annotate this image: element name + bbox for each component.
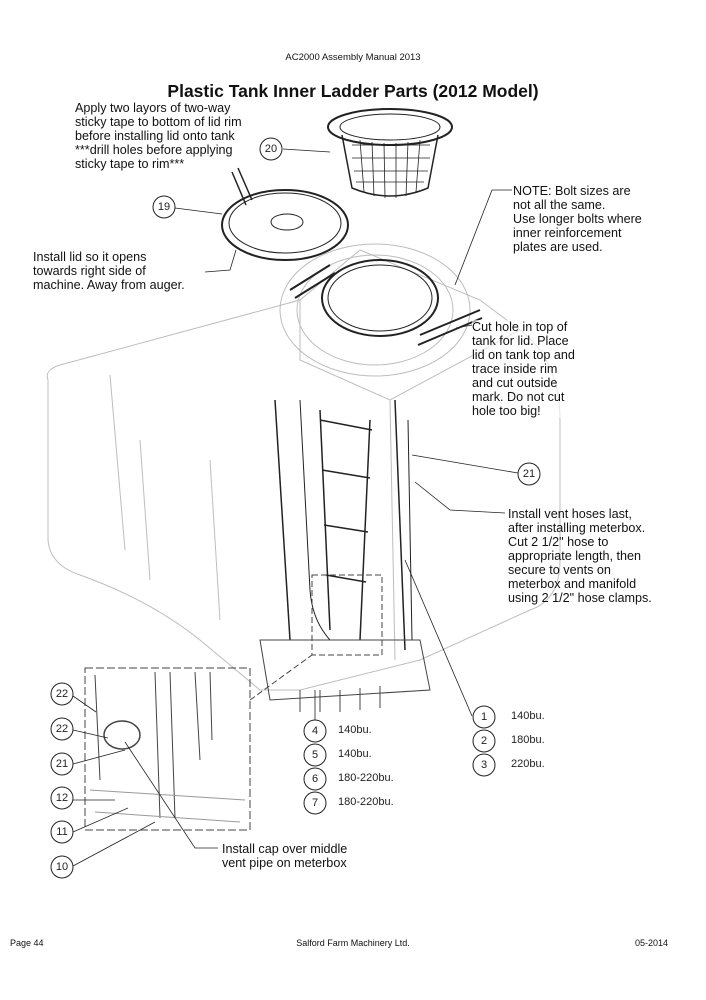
legend-size-6: 180-220bu. <box>338 772 394 784</box>
note-bolt-sizes: NOTE: Bolt sizes are not all the same. U… <box>513 184 642 254</box>
tank-opening-ring <box>289 259 483 346</box>
basket-part-20 <box>327 108 453 199</box>
legend-circle-3 <box>472 753 496 777</box>
legend-circle-4 <box>303 719 327 743</box>
footer-date: 05-2014 <box>634 938 668 948</box>
legend-circle-5 <box>303 743 327 767</box>
legend-size-1: 140bu. <box>511 710 545 722</box>
legend-size-7: 180-220bu. <box>338 796 394 808</box>
page-title: Plastic Tank Inner Ladder Parts (2012 Mo… <box>167 81 539 101</box>
callout-circle-12 <box>50 786 74 810</box>
callout-circle-22a <box>50 682 74 706</box>
legend-circle-7 <box>303 791 327 815</box>
legend-num-4: 4 <box>312 725 318 737</box>
callout-circle-11 <box>50 820 74 844</box>
callout-circle-21 <box>517 462 541 486</box>
callout-label-21b: 21 <box>56 758 68 770</box>
legend-size-4: 140bu. <box>338 724 372 736</box>
callout-circle-21b <box>50 752 74 776</box>
legend-size-5: 140bu. <box>338 748 372 760</box>
note-install-cap: Install cap over middle vent pipe on met… <box>222 842 348 870</box>
legend-num-3: 3 <box>481 759 487 771</box>
callout-label-12: 12 <box>56 792 68 804</box>
note-cut-hole: Cut hole in top of tank for lid. Place l… <box>472 320 575 418</box>
legend-circle-1 <box>472 705 496 729</box>
callout-circle-22b <box>50 717 74 741</box>
note-lid-direction: Install lid so it opens towards right si… <box>33 250 185 292</box>
callout-label-22a: 22 <box>56 688 68 700</box>
detail-inset <box>84 654 313 831</box>
callout-circle-10 <box>50 855 74 879</box>
legend-num-7: 7 <box>312 797 318 809</box>
callout-circle-20 <box>259 137 283 161</box>
legend-circle-2 <box>472 729 496 753</box>
legend-num-5: 5 <box>312 749 318 761</box>
callout-label-10: 10 <box>56 861 68 873</box>
footer-company: Salford Farm Machinery Ltd. <box>296 938 410 948</box>
callout-label-19: 19 <box>158 201 170 213</box>
note-sticky-tape: Apply two layors of two-way sticky tape … <box>75 101 242 171</box>
callout-label-21: 21 <box>523 468 535 480</box>
ladder-drawing <box>274 399 413 651</box>
legend-size-2: 180bu. <box>511 734 545 746</box>
callout-circles <box>50 137 541 879</box>
legend-size-3: 220bu. <box>511 758 545 770</box>
note-vent-hoses: Install vent hoses last, after installin… <box>508 507 652 605</box>
legend-num-1: 1 <box>481 711 487 723</box>
footer-page-number: Page 44 <box>10 938 44 948</box>
callout-label-22b: 22 <box>56 723 68 735</box>
legend-circle-6 <box>303 767 327 791</box>
callout-label-20: 20 <box>265 143 277 155</box>
legend-num-6: 6 <box>312 773 318 785</box>
legend-num-2: 2 <box>481 735 487 747</box>
leader-lines <box>72 148 519 867</box>
lid-part-19 <box>221 167 349 261</box>
callout-label-11: 11 <box>56 826 67 838</box>
meterbox-drawing <box>259 574 431 712</box>
callout-circle-19 <box>152 195 176 219</box>
manual-header: AC2000 Assembly Manual 2013 <box>285 52 421 63</box>
